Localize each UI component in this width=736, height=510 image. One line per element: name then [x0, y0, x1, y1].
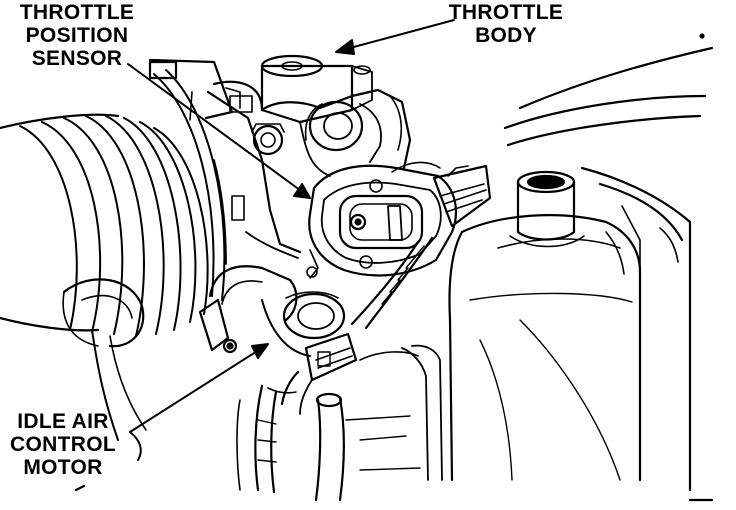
throttle-body-casting [189, 54, 412, 279]
air-intake-hose [0, 58, 234, 461]
tps-label-line-2: POSITION [25, 24, 129, 47]
throttle-position-sensor-label: THROTTLE POSITION SENSOR [14, 1, 140, 70]
idle-air-control-motor [198, 265, 358, 415]
throttle-position-sensor [308, 161, 492, 330]
leader-lines [127, 19, 455, 433]
tb-arrowhead [335, 39, 355, 55]
coolant-reservoir [448, 170, 642, 482]
engine-compartment [503, 46, 714, 492]
tb-label-line-2: BODY [475, 24, 537, 47]
tb-label-line-1: THROTTLE [448, 1, 564, 24]
margin-marks [74, 33, 714, 502]
throttle-body-label: THROTTLE BODY [446, 1, 566, 47]
iac-label-line-3: MOTOR [23, 456, 103, 479]
iac-label-line-2: CONTROL [10, 433, 116, 456]
iac-leader-line [129, 347, 263, 433]
hoses [236, 344, 443, 502]
iac-label-line-1: IDLE AIR [17, 410, 109, 433]
idle-air-control-motor-label: IDLE AIR CONTROL MOTOR [2, 410, 124, 479]
iac-arrowhead [251, 343, 269, 359]
tb-leader-line [349, 19, 455, 49]
tps-arrowhead [293, 183, 311, 199]
tps-label-line-1: THROTTLE [19, 1, 135, 24]
tps-label-line-3: SENSOR [31, 47, 123, 70]
tps-leader-line [127, 63, 309, 197]
